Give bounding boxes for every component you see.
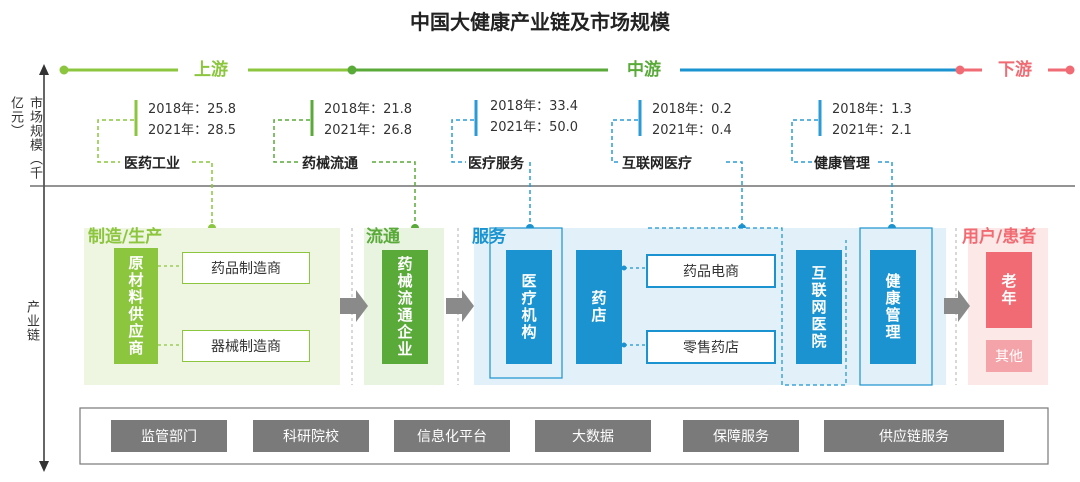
chain-axis-label: 产业链 bbox=[24, 300, 39, 342]
support-item: 科研院校 bbox=[253, 420, 369, 452]
market-value-2021: 2021年：26.8 bbox=[324, 123, 413, 138]
support-item: 供应链服务 bbox=[824, 420, 1004, 452]
drug-ecommerce-box: 药品电商 bbox=[646, 254, 776, 288]
medical-institution-box: 医疗机构 bbox=[506, 250, 552, 364]
stage-downstream: 下游 bbox=[998, 60, 1032, 80]
support-item: 保障服务 bbox=[683, 420, 799, 452]
drug-maker-box: 药品制造商 bbox=[182, 252, 310, 284]
market-value-2021: 2021年：50.0 bbox=[490, 120, 579, 135]
market-category: 互联网医疗 bbox=[620, 153, 694, 173]
stage-midstream: 中游 bbox=[627, 60, 661, 80]
market-value-2018: 2018年：1.3 bbox=[832, 102, 912, 117]
section-title-circulation: 流通 bbox=[366, 227, 400, 247]
elderly-users-box: 老年 bbox=[986, 252, 1032, 328]
stage-upstream: 上游 bbox=[194, 60, 228, 80]
section-title-service: 服务 bbox=[472, 227, 506, 247]
other-users-box: 其他 bbox=[986, 340, 1032, 372]
support-item: 大数据 bbox=[535, 420, 651, 452]
section-title-manufacturing: 制造/生产 bbox=[88, 227, 163, 247]
market-category: 健康管理 bbox=[812, 153, 872, 173]
page-title: 中国大健康产业链及市场规模 bbox=[410, 10, 670, 34]
market-category: 医药工业 bbox=[122, 153, 182, 173]
market-value-2018: 2018年：33.4 bbox=[490, 99, 579, 114]
device-maker-box: 器械制造商 bbox=[182, 330, 310, 362]
market-axis-label: 市场规模（千亿元） bbox=[8, 96, 42, 180]
market-category: 医疗服务 bbox=[466, 153, 526, 173]
market-value-2018: 2018年：0.2 bbox=[652, 102, 732, 117]
section-title-users: 用户/患者 bbox=[962, 227, 1037, 247]
support-item: 信息化平台 bbox=[394, 420, 510, 452]
retail-pharmacy-box: 零售药店 bbox=[646, 330, 776, 364]
raw-material-supplier-box: 原材料供应商 bbox=[114, 248, 158, 364]
market-value-2018: 2018年：21.8 bbox=[324, 102, 413, 117]
pharmacy-box: 药店 bbox=[576, 250, 622, 364]
market-value-2021: 2021年：2.1 bbox=[832, 123, 912, 138]
market-value-2021: 2021年：28.5 bbox=[148, 123, 237, 138]
health-management-box: 健康管理 bbox=[870, 250, 916, 364]
market-value-2018: 2018年：25.8 bbox=[148, 102, 237, 117]
internet-hospital-box: 互联网医院 bbox=[796, 250, 842, 364]
distribution-enterprise-box: 药械流通企业 bbox=[382, 250, 428, 364]
support-item: 监管部门 bbox=[111, 420, 227, 452]
market-category: 药械流通 bbox=[300, 153, 360, 173]
market-value-2021: 2021年：0.4 bbox=[652, 123, 732, 138]
